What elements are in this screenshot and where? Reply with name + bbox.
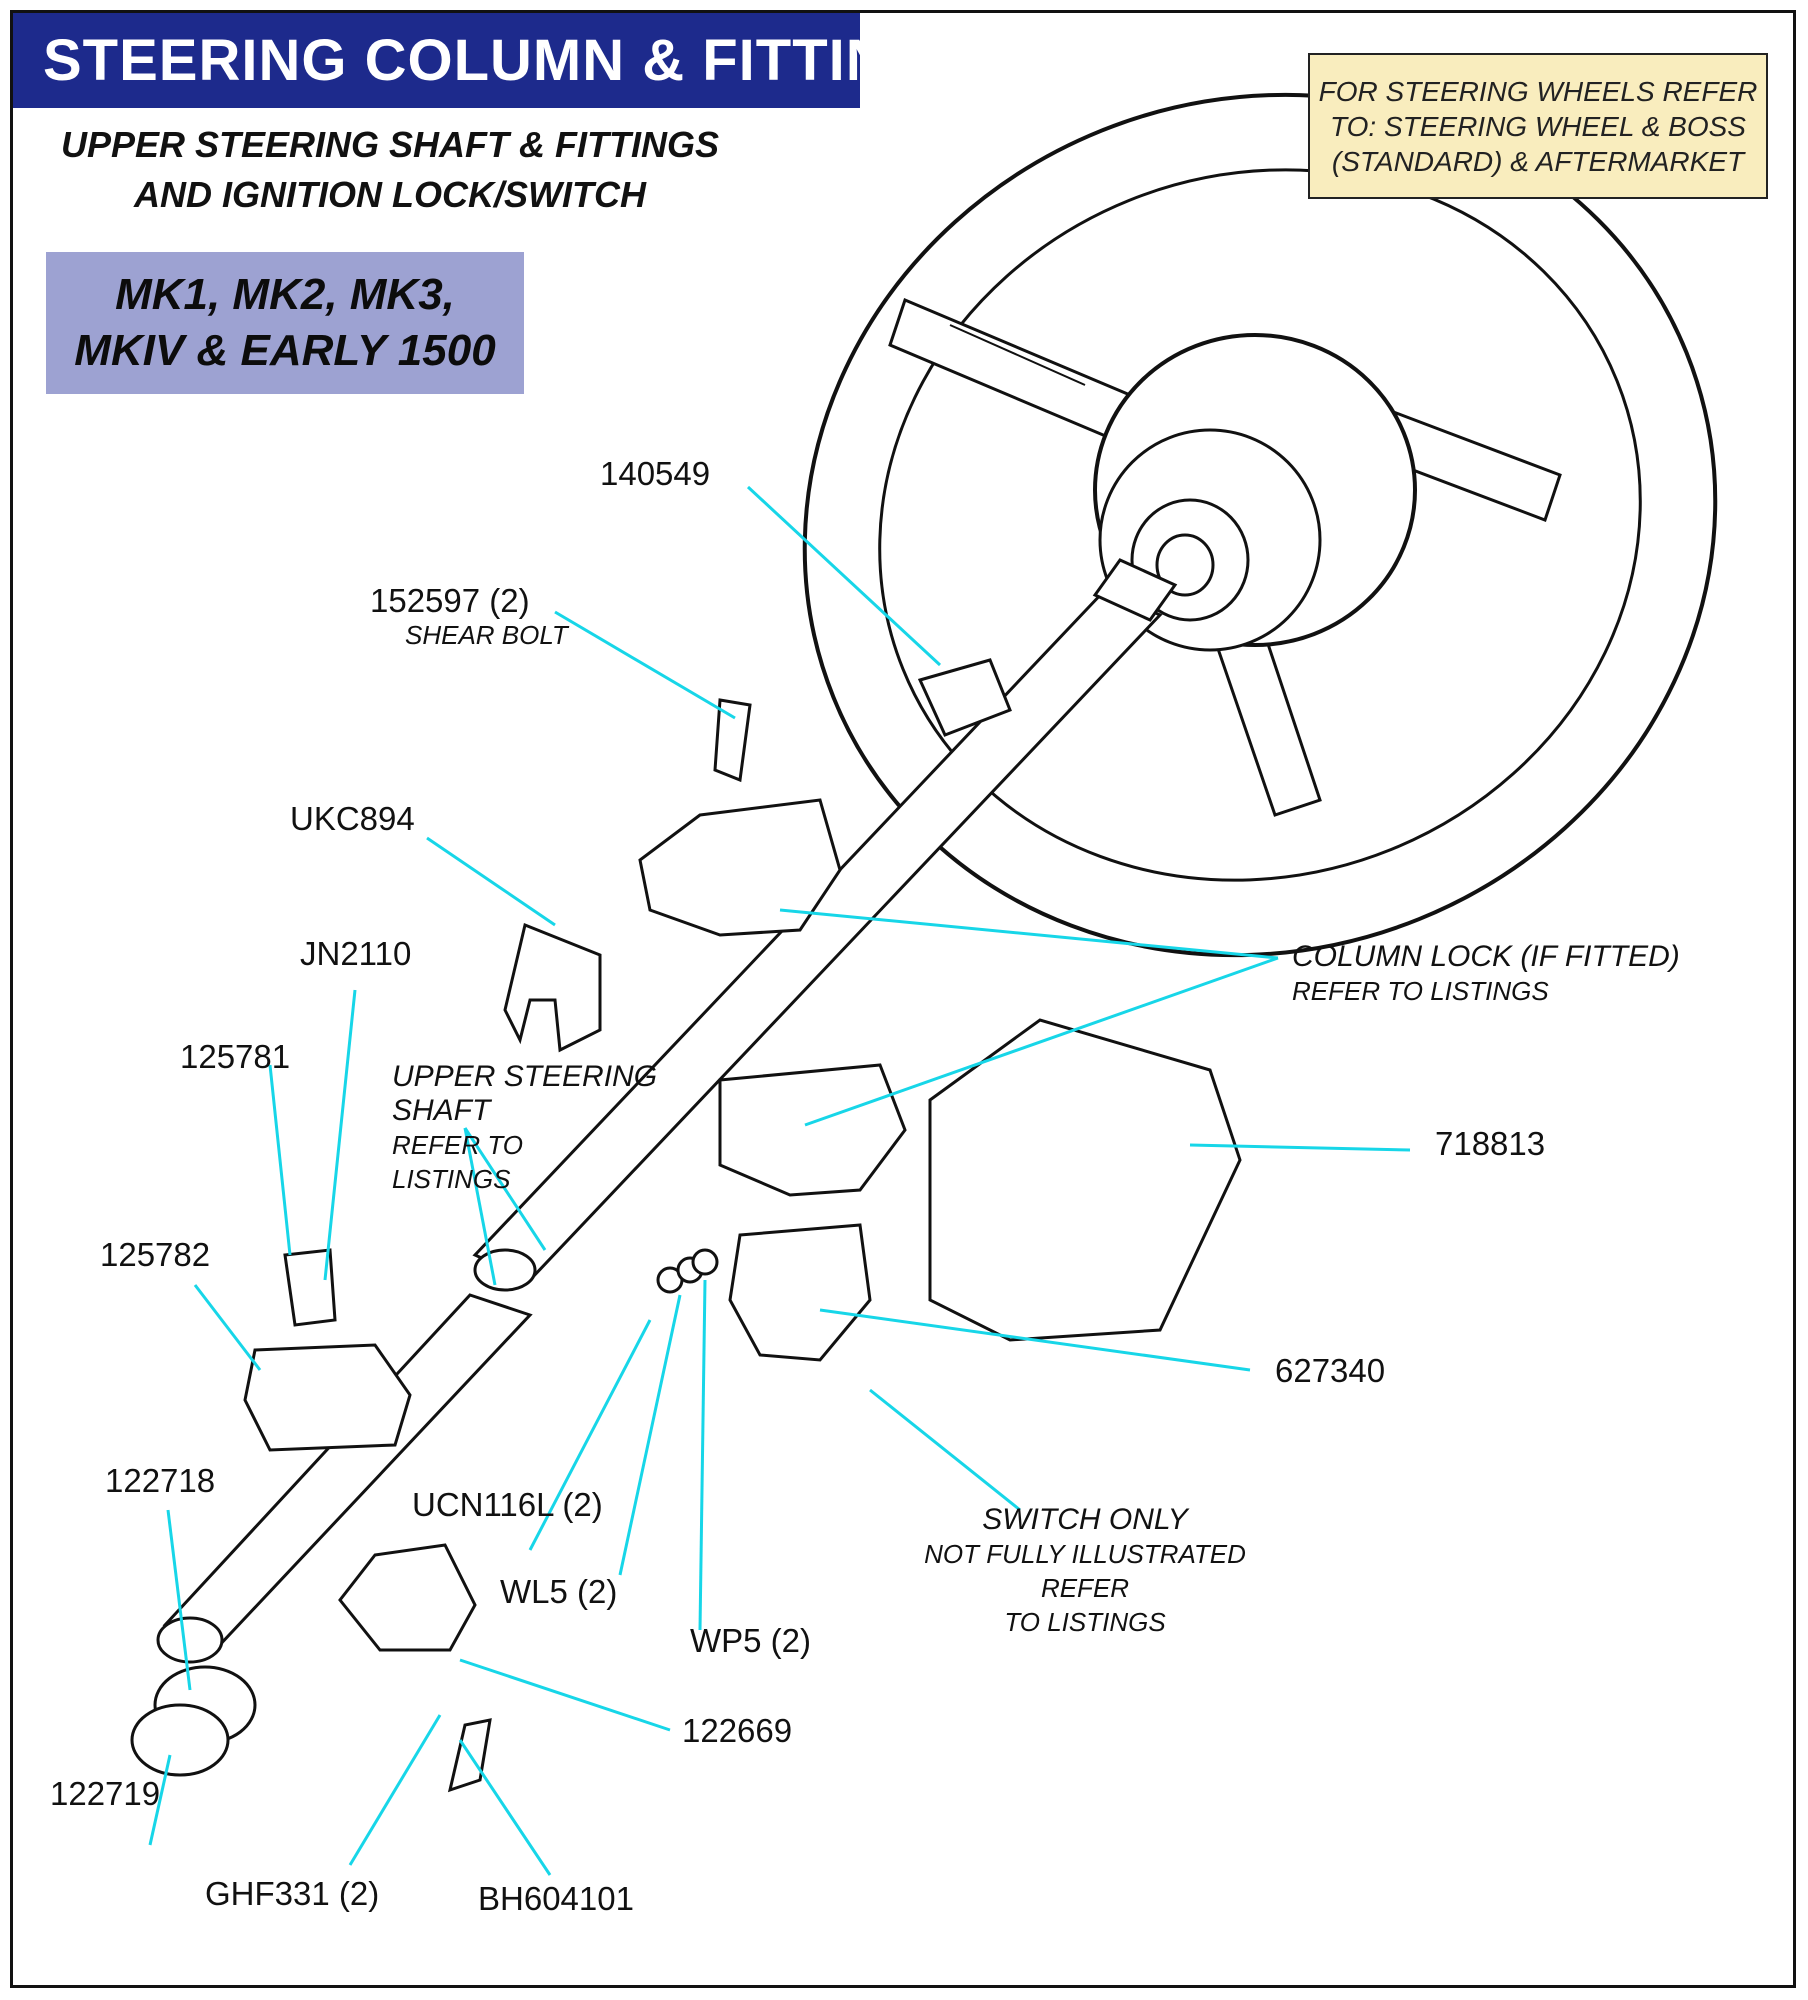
callout-column-lock-ref: REFER TO LISTINGS xyxy=(1292,976,1549,1006)
part-label-122718: 122718 xyxy=(105,1462,216,1499)
part-label-jn2110: JN2110 xyxy=(300,935,412,972)
part-label-125781: 125781 xyxy=(180,1038,291,1075)
callout-upper-shaft-ref-1: REFER TO xyxy=(392,1130,523,1160)
models-line-1: MK1, MK2, MK3, xyxy=(115,270,455,319)
subtitle-line-2: AND IGNITION LOCK/SWITCH xyxy=(134,174,646,215)
part-label-152597: 152597 (2) xyxy=(370,582,530,619)
part-label-ucn116l: UCN116L (2) xyxy=(412,1486,603,1523)
page-title: STEERING COLUMN & FITTINGS xyxy=(13,13,973,108)
diagram-subtitle: UPPER STEERING SHAFT & FITTINGS AND IGNI… xyxy=(40,120,740,220)
callout-switch-ref-2: TO LISTINGS xyxy=(1004,1607,1166,1637)
part-label-125782: 125782 xyxy=(100,1236,211,1273)
callout-upper-shaft-line-1: UPPER STEERING xyxy=(392,1060,658,1093)
callout-upper-shaft-line-2: SHAFT xyxy=(392,1094,491,1127)
callout-upper-shaft-ref-2: LISTINGS xyxy=(392,1164,511,1194)
column-clamp-parts xyxy=(130,658,1012,1793)
part-label-wl5: WL5 (2) xyxy=(500,1573,618,1610)
steering-wheel xyxy=(802,92,1718,958)
ignition-switch-shroud xyxy=(656,1018,1242,1362)
callout-switch-only-title: SWITCH ONLY xyxy=(982,1503,1188,1536)
part-label-140549: 140549 xyxy=(600,455,711,492)
steering-wheel-reference-note: FOR STEERING WHEELS REFER TO: STEERING W… xyxy=(1308,53,1768,199)
subtitle-line-1: UPPER STEERING SHAFT & FITTINGS xyxy=(60,124,720,165)
diagram-frame xyxy=(10,10,1796,1988)
part-label-627340: 627340 xyxy=(1275,1352,1386,1389)
note-line-1: FOR STEERING WHEELS REFER xyxy=(1318,75,1758,107)
callout-upper-steering-shaft: UPPER STEERING SHAFT REFER TO LISTINGS xyxy=(392,1060,657,1196)
part-label-ghf331: GHF331 (2) xyxy=(205,1875,380,1912)
steering-shaft xyxy=(156,558,1178,1664)
callout-switch-ref-1: NOT FULLY ILLUSTRATED REFER xyxy=(924,1539,1246,1603)
callout-column-lock-title: COLUMN LOCK (IF FITTED) xyxy=(1292,940,1680,973)
callout-switch-only: SWITCH ONLY NOT FULLY ILLUSTRATED REFER … xyxy=(890,1503,1280,1639)
part-label-bh604101: BH604101 xyxy=(478,1880,634,1917)
note-line-2: TO: STEERING WHEEL & BOSS xyxy=(1330,110,1746,142)
model-applicability-box: MK1, MK2, MK3, MKIV & EARLY 1500 xyxy=(46,252,524,394)
note-line-3: (STANDARD) & AFTERMARKET xyxy=(1331,145,1745,177)
models-line-2: MKIV & EARLY 1500 xyxy=(74,326,496,375)
part-label-wp5: WP5 (2) xyxy=(690,1622,812,1659)
callout-column-lock: COLUMN LOCK (IF FITTED) REFER TO LISTING… xyxy=(1292,940,1680,1008)
part-label-ukc894: UKC894 xyxy=(290,800,415,837)
leader-lines xyxy=(148,485,1411,1876)
part-label-122669: 122669 xyxy=(682,1712,793,1749)
part-note-shear-bolt: SHEAR BOLT xyxy=(405,620,568,650)
part-label-718813: 718813 xyxy=(1435,1125,1546,1162)
part-label-122719: 122719 xyxy=(50,1775,161,1812)
